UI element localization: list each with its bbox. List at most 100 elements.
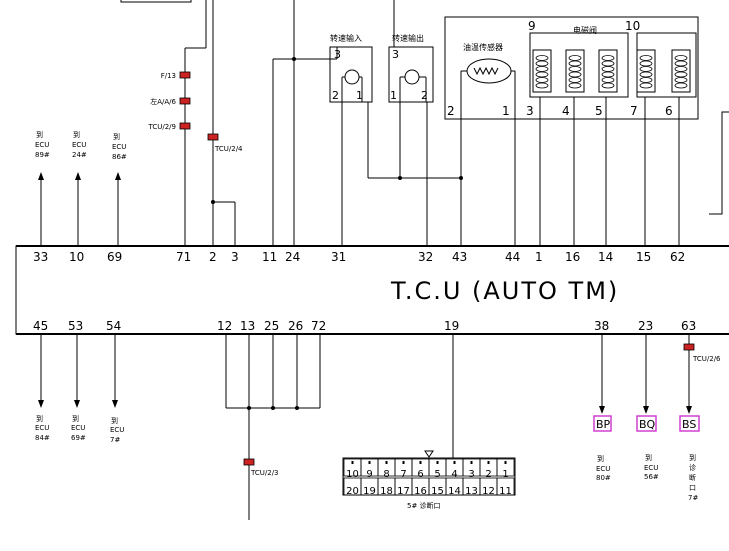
diag-pin-label: 9 bbox=[366, 469, 372, 480]
connector-bp bbox=[593, 415, 612, 432]
diag-pin-label: 8 bbox=[383, 469, 389, 480]
tcu-pin: 63 bbox=[681, 319, 696, 333]
coil-winding bbox=[674, 71, 688, 78]
fuse-label-a6: 左A/A/6 bbox=[150, 97, 176, 106]
tcu-pin: 1 bbox=[535, 250, 543, 264]
tcu-pin: 25 bbox=[264, 319, 279, 333]
junction-dots bbox=[211, 57, 463, 410]
tcu-pin: 54 bbox=[106, 319, 121, 333]
speed-in-pin-left: 2 bbox=[332, 89, 339, 102]
tcu-pin: 24 bbox=[285, 250, 300, 264]
oil-temp-pin-left: 2 bbox=[447, 104, 455, 118]
arrowheads bbox=[38, 172, 692, 414]
solenoid-pin-b4: 7 bbox=[630, 104, 638, 118]
ecu-ref-pin: 86# bbox=[112, 153, 127, 161]
diag-pin-label: 15 bbox=[431, 486, 444, 497]
coil-winding bbox=[639, 71, 653, 78]
solenoid-pin-10: 10 bbox=[625, 19, 640, 33]
diag-pin-label: 12 bbox=[482, 486, 495, 497]
coil-winding bbox=[601, 55, 615, 61]
tcu-pin: 32 bbox=[418, 250, 433, 264]
ecu-ref-ecu: ECU bbox=[72, 141, 86, 149]
coil-winding bbox=[568, 66, 582, 72]
ecu-ref-to: 到 bbox=[113, 133, 120, 141]
tcu-pin: 16 bbox=[565, 250, 580, 264]
coil-winding bbox=[601, 60, 615, 67]
diag-pin-label: 5 bbox=[434, 469, 440, 480]
ecu-ref-ecu: ECU bbox=[110, 426, 124, 434]
tcu-pin: 31 bbox=[331, 250, 346, 264]
diag-pin-label: 1 bbox=[502, 469, 508, 480]
speed-output-title: 转速输出 bbox=[392, 33, 424, 43]
ecu-ref-pin: 89# bbox=[35, 151, 50, 159]
ecu-ref-to: 到 bbox=[111, 417, 118, 425]
bs-line: 7# bbox=[688, 494, 698, 502]
solenoid-pin-9: 9 bbox=[528, 19, 536, 33]
bq-ecu: ECU bbox=[644, 464, 658, 472]
ecu-ref-to: 到 bbox=[36, 131, 43, 139]
fuse-a6 bbox=[179, 97, 191, 105]
diag-pin-label: 14 bbox=[448, 486, 461, 497]
bp-ecu: ECU bbox=[596, 465, 610, 473]
solenoid-pin-b2: 4 bbox=[562, 104, 570, 118]
solenoid-group-b bbox=[636, 32, 697, 98]
fuse-label-f13: F/13 bbox=[161, 72, 176, 80]
diag-label: 5# 诊断口 bbox=[407, 501, 441, 510]
bp-to: 到 bbox=[597, 455, 604, 463]
right-partial-box bbox=[709, 111, 729, 215]
ecu-ref-pin: 84# bbox=[35, 434, 50, 442]
tcu-pin: 43 bbox=[452, 250, 467, 264]
tcu-pin: 72 bbox=[311, 319, 326, 333]
tcu-pin: 2 bbox=[209, 250, 217, 264]
coil-winding bbox=[639, 82, 653, 89]
diag-pin-label: 2 bbox=[485, 469, 491, 480]
connector-bs-code: BS bbox=[682, 418, 696, 431]
diag-pin-label: 20 bbox=[346, 486, 359, 497]
solenoid-group-a bbox=[529, 32, 629, 98]
solenoid-pin-b5: 6 bbox=[665, 104, 673, 118]
diag-pin-label: 17 bbox=[397, 486, 410, 497]
solenoid-title: 电磁阀 bbox=[573, 25, 597, 35]
tcu-pin: 45 bbox=[33, 319, 48, 333]
diag-pin-marker bbox=[487, 461, 490, 464]
tcu-pin: 71 bbox=[176, 250, 191, 264]
coil-winding bbox=[601, 77, 615, 83]
tcu-pin: 15 bbox=[636, 250, 651, 264]
connector-bq-code: BQ bbox=[639, 418, 656, 431]
tcu-pin: 10 bbox=[69, 250, 84, 264]
gearbox-unit bbox=[444, 16, 699, 120]
tcu-pin: 12 bbox=[217, 319, 232, 333]
connector-bq bbox=[636, 415, 657, 432]
fuse-label-tcu4: TCU/2/4 bbox=[214, 145, 243, 153]
ecu-ref-ecu: ECU bbox=[112, 143, 126, 151]
ecu-ref-to: 到 bbox=[73, 131, 80, 139]
coil-winding bbox=[568, 55, 582, 61]
diag-pin-marker bbox=[385, 461, 388, 464]
tcu-box bbox=[15, 245, 729, 335]
oil-temp-pin-right: 1 bbox=[502, 104, 510, 118]
fuse-label-tcu3: TCU/2/3 bbox=[250, 469, 279, 477]
coil-winding bbox=[535, 66, 549, 72]
diag-pin-label: 3 bbox=[468, 469, 474, 480]
ecu-ref-ecu: ECU bbox=[35, 141, 49, 149]
diag-cell bbox=[496, 458, 515, 477]
bs-line: 断 bbox=[689, 473, 696, 482]
bp-pin: 80# bbox=[596, 474, 611, 482]
diag-pin-label: 18 bbox=[380, 486, 393, 497]
coil-winding bbox=[674, 55, 688, 61]
connector-bp-code: BP bbox=[596, 418, 611, 431]
fuse-label-tcu6: TCU/2/6 bbox=[692, 355, 721, 363]
diag-pin-label: 6 bbox=[417, 469, 423, 480]
ecu-ref-pin: 69# bbox=[71, 434, 86, 442]
diag-pin-marker bbox=[402, 461, 405, 464]
coil-winding bbox=[535, 82, 549, 89]
tcu-pin: 53 bbox=[68, 319, 83, 333]
fuse-tcu3 bbox=[243, 458, 255, 466]
bs-line: 诊 bbox=[689, 463, 696, 472]
diag-pin-label: 11 bbox=[499, 486, 512, 497]
tcu-pin: 26 bbox=[288, 319, 303, 333]
coil-winding bbox=[639, 55, 653, 61]
diag-pin-label: 10 bbox=[346, 469, 359, 480]
